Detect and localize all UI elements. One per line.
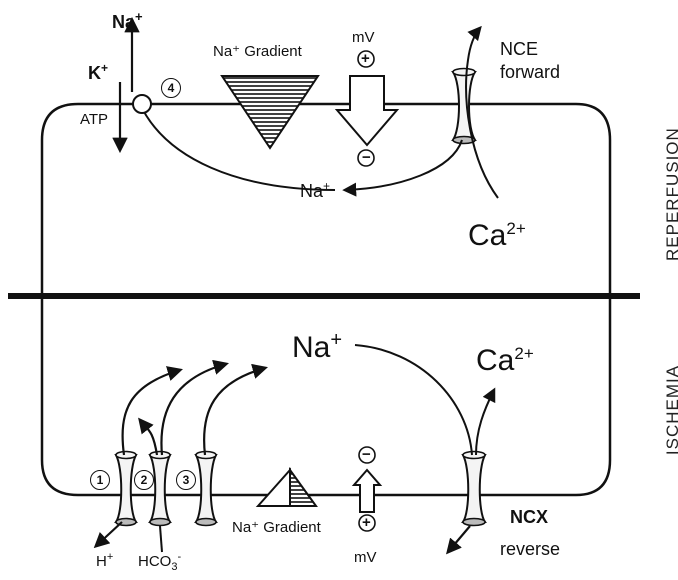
pump-na-label: Na+ <box>112 9 143 32</box>
mv-top-sign-top: + <box>361 50 370 67</box>
na-gradient-label-bottom: Na⁺ Gradient <box>232 519 321 536</box>
mv-down-arrow <box>334 75 400 147</box>
ischemia-side-label: ISCHEMIA <box>663 364 678 456</box>
channel-2-badge: 2 <box>134 470 154 490</box>
nce-ca-efflux-arrow <box>465 25 499 199</box>
na-gradient-hatch <box>289 466 318 507</box>
channel-2-na-arrow <box>160 359 229 456</box>
ncx-channel-bottom <box>462 517 486 527</box>
nce-forward-label: NCE forward <box>500 39 561 83</box>
ncx-na-curve <box>354 344 473 456</box>
ca-label-bottom: Ca2+ <box>476 344 534 377</box>
nce-na-arrow <box>342 139 463 197</box>
na-gradient-label-top: Na⁺ Gradient <box>213 43 302 60</box>
mv-top-sign-bottom: − <box>362 446 371 463</box>
h-efflux-arrow <box>93 521 123 549</box>
pump-number-badge: 4 <box>161 78 181 98</box>
nce-channel-top <box>452 67 476 77</box>
reperfusion-cell-membrane <box>40 102 612 296</box>
ischemia-channel-2 <box>148 450 172 527</box>
na-k-pump-icon <box>132 94 152 114</box>
ncx-label: NCX <box>510 507 549 527</box>
ca-label-top: Ca2+ <box>468 219 526 252</box>
channel-3-badge: 3 <box>176 470 196 490</box>
ncx-channel-shape <box>461 454 487 523</box>
atp-label: ATP <box>80 111 109 128</box>
channel-1-na-arrow <box>121 366 183 456</box>
mv-top-sign-circle-bottom <box>358 446 376 464</box>
nce-channel-bottom <box>452 135 476 145</box>
channel-3-na-arrow <box>203 363 268 456</box>
pump-k-label: K+ <box>88 61 109 83</box>
ncx-na-efflux-arrow <box>446 525 471 555</box>
ischemia-cell-membrane <box>40 296 612 497</box>
mv-bottom-sign-circle <box>357 149 375 167</box>
mv-up-arrow <box>351 468 383 513</box>
ncx-reverse-label: reverse <box>500 539 561 559</box>
ncx-channel-top <box>462 450 486 460</box>
channel-1-badge: 1 <box>90 470 110 490</box>
mv-label-top: mV <box>352 29 375 46</box>
h-label: H+ <box>96 551 114 570</box>
nce-channel-shape <box>451 71 477 141</box>
na-pump-curve <box>138 101 336 191</box>
na-gradient-triangle <box>220 75 320 150</box>
mv-bottom-sign-circle-bottom <box>358 514 376 532</box>
reperfusion-side-label: REPERFUSION <box>663 127 678 261</box>
channel-2-hco3-curve <box>138 417 159 456</box>
ncx-ca-influx-arrow <box>475 387 496 456</box>
na-inside-label-top: Na+ <box>300 179 331 201</box>
mv-bottom-sign-top: − <box>362 149 371 166</box>
mv-bottom-sign-bottom: + <box>362 514 371 531</box>
na-label-bottom: Na+ <box>292 329 343 364</box>
mv-top-sign-circle <box>357 50 375 68</box>
ischemia-channel-3 <box>194 450 218 527</box>
hco3-label: HCO3- <box>138 551 182 573</box>
mv-label-bottom: mV <box>354 549 377 566</box>
hco3-influx-line <box>159 525 163 553</box>
na-gradient-triangle-small <box>255 467 291 507</box>
ischemia-channel-1 <box>114 450 138 527</box>
